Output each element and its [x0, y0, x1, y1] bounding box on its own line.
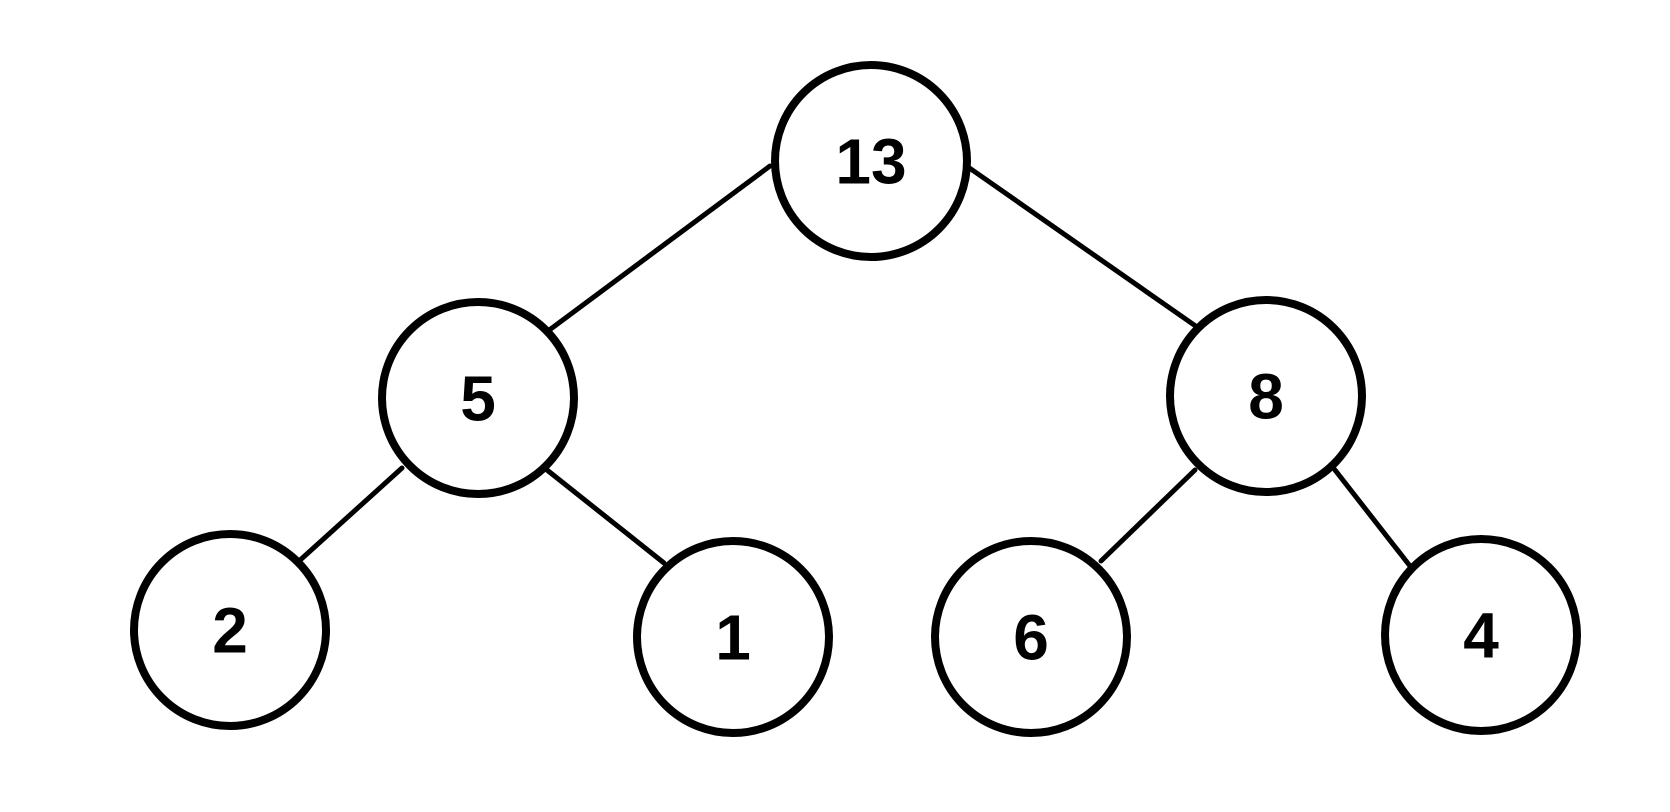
tree-node-circle-2 — [130, 530, 330, 730]
tree-node-circle-8 — [1166, 296, 1366, 496]
tree-edge-8-4 — [1332, 467, 1413, 569]
tree-node-1: 1 — [633, 537, 833, 737]
tree-node-5: 5 — [378, 298, 578, 498]
tree-node-6: 6 — [931, 537, 1131, 737]
tree-node-2: 2 — [130, 530, 330, 730]
tree-node-label-5: 5 — [460, 362, 496, 434]
tree-edge-13-5 — [545, 163, 773, 334]
tree-node-label-1: 1 — [715, 601, 751, 673]
tree-node-8: 8 — [1166, 296, 1366, 496]
tree-node-label-2: 2 — [212, 594, 248, 666]
tree-node-circle-1 — [633, 537, 833, 737]
tree-edge-13-8 — [965, 164, 1200, 330]
tree-node-label-4: 4 — [1463, 599, 1499, 671]
tree-node-13: 13 — [771, 61, 971, 261]
tree-node-circle-6 — [931, 537, 1131, 737]
tree-node-4: 4 — [1381, 535, 1581, 735]
tree-edge-5-1 — [544, 467, 667, 566]
tree-node-circle-13 — [771, 61, 971, 261]
tree-node-label-6: 6 — [1013, 601, 1049, 673]
tree-node-circle-5 — [378, 298, 578, 498]
tree-edge-8-6 — [1098, 467, 1198, 564]
tree-node-circle-4 — [1381, 535, 1581, 735]
tree-node-label-8: 8 — [1248, 360, 1284, 432]
tree-node-label-13: 13 — [835, 125, 906, 197]
tree-edge-5-2 — [295, 465, 405, 565]
